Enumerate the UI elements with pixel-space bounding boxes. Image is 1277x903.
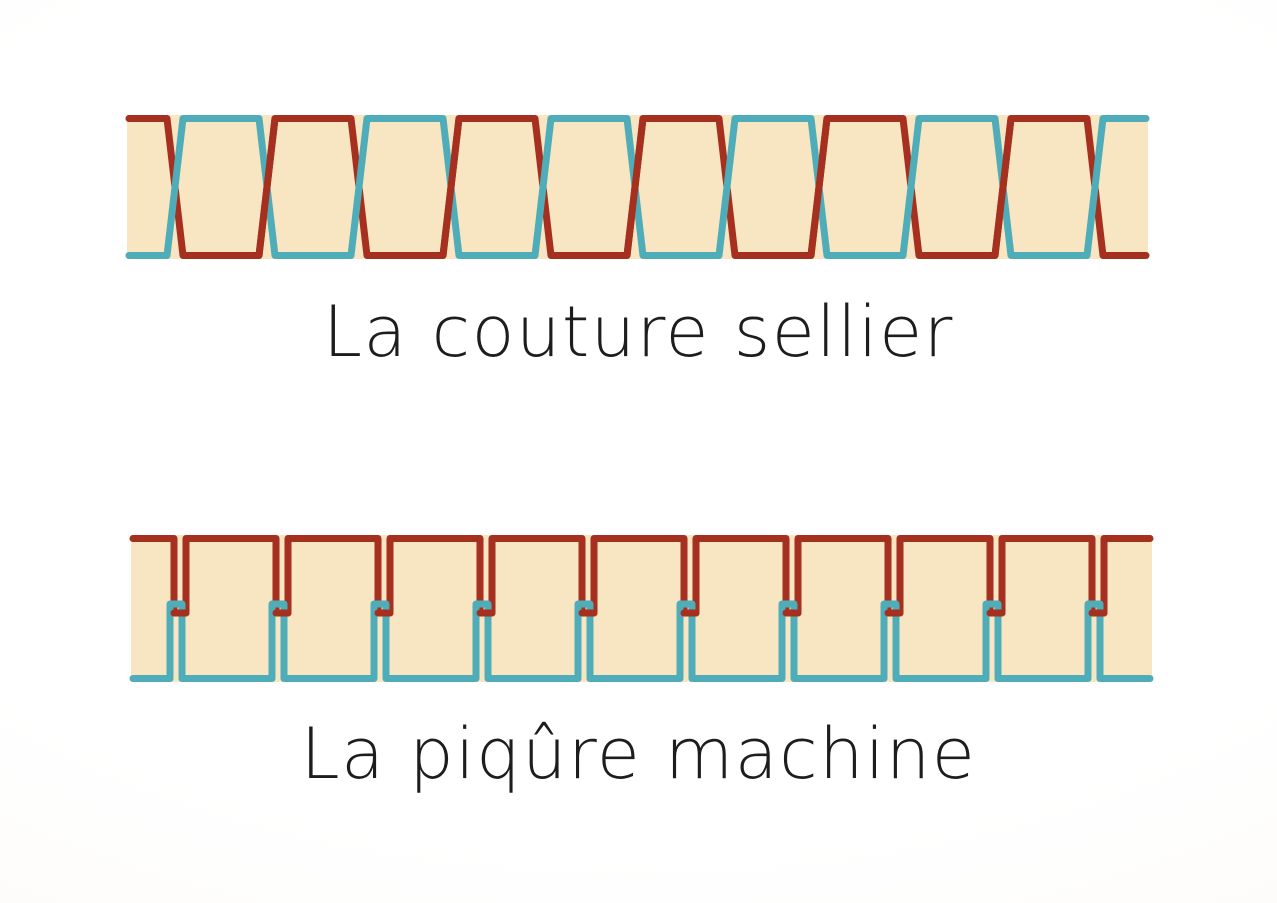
- saddle-stitch-graphic: [125, 115, 1150, 259]
- lockstitch-graphic: [129, 535, 1154, 682]
- needle-thread-over-crossing: [439, 115, 463, 259]
- needle-thread-over-crossing: [991, 115, 1015, 259]
- machine-stitch-caption: La piqûre machine: [300, 713, 977, 795]
- saddle-stitch-caption: La couture sellier: [323, 291, 954, 373]
- bobbin-thread-path: [129, 600, 1154, 682]
- needle-thread-over-crossing: [623, 115, 647, 259]
- needle-thread-over-crossing: [807, 115, 831, 259]
- needle-thread-over-crossing: [255, 115, 279, 259]
- fabric-band: [131, 535, 1152, 682]
